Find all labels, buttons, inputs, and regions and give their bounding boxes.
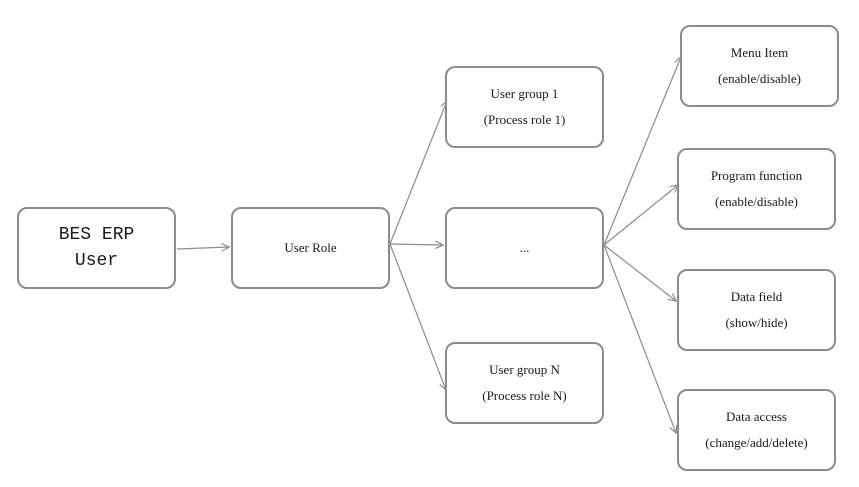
- node-label-line: User group 1: [490, 86, 559, 101]
- node-user-role: User Role: [231, 207, 390, 289]
- node-data-access: Data access (change/add/delete): [677, 389, 836, 471]
- node-label-line: User Role: [284, 240, 337, 255]
- node-label-line: (enable/disable): [714, 194, 798, 209]
- node-label-line: Program function: [710, 168, 803, 183]
- node-user-group-n: User group N (Process role N): [445, 342, 604, 424]
- node-label-line: (enable/disable): [717, 71, 801, 86]
- node-label-line: User: [74, 251, 119, 271]
- node-label-line: ...: [519, 240, 530, 255]
- node-label-line: User group N: [489, 362, 560, 377]
- node-data-field: Data field (show/hide): [677, 269, 836, 351]
- edge-user-to-role: [176, 247, 229, 249]
- edge-dots-to-menu: [603, 57, 681, 246]
- node-user-group-1: User group 1 (Process role 1): [445, 66, 604, 148]
- edge-role-to-dots: [389, 244, 443, 245]
- node-bes-erp-user: BES ERP User: [17, 207, 176, 289]
- edge-dots-to-access: [603, 244, 676, 433]
- edge-dots-to-field: [603, 244, 676, 301]
- node-label-line: (change/add/delete): [705, 435, 808, 450]
- node-menu-item: Menu Item (enable/disable): [680, 25, 839, 107]
- node-program-function: Program function (enable/disable): [677, 148, 836, 230]
- node-label-line: Data field: [730, 289, 783, 304]
- edge-dots-to-program: [603, 185, 678, 246]
- node-label-line: Menu Item: [730, 45, 789, 60]
- node-label-line: BES ERP: [58, 225, 135, 245]
- edge-role-to-group1: [389, 101, 447, 245]
- node-label-line: (Process role N): [482, 388, 567, 403]
- node-label-line: (show/hide): [725, 315, 788, 330]
- node-ellipsis: ...: [445, 207, 604, 289]
- edge-role-to-groupN: [389, 243, 446, 390]
- node-label-line: (Process role 1): [483, 112, 566, 127]
- node-label-line: Data access: [726, 409, 787, 424]
